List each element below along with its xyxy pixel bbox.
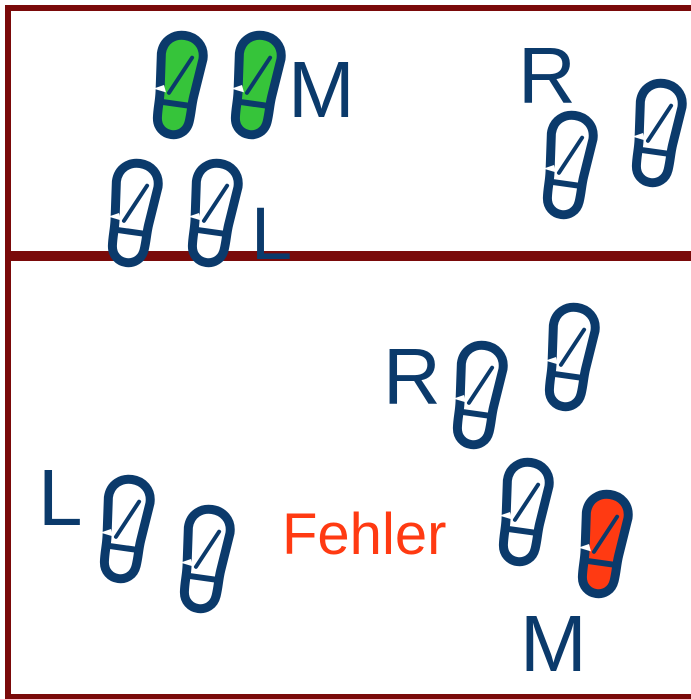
- label-bottom-m: M: [520, 599, 587, 688]
- label-fehler: Fehler: [282, 502, 447, 567]
- label-top-l: L: [251, 192, 293, 275]
- label-top-r: R: [518, 31, 576, 120]
- label-top-m: M: [288, 45, 355, 134]
- top-panel: [5, 5, 691, 261]
- bottom-panel: [5, 251, 691, 699]
- label-bottom-r: R: [383, 332, 441, 421]
- label-bottom-l: L: [38, 453, 83, 542]
